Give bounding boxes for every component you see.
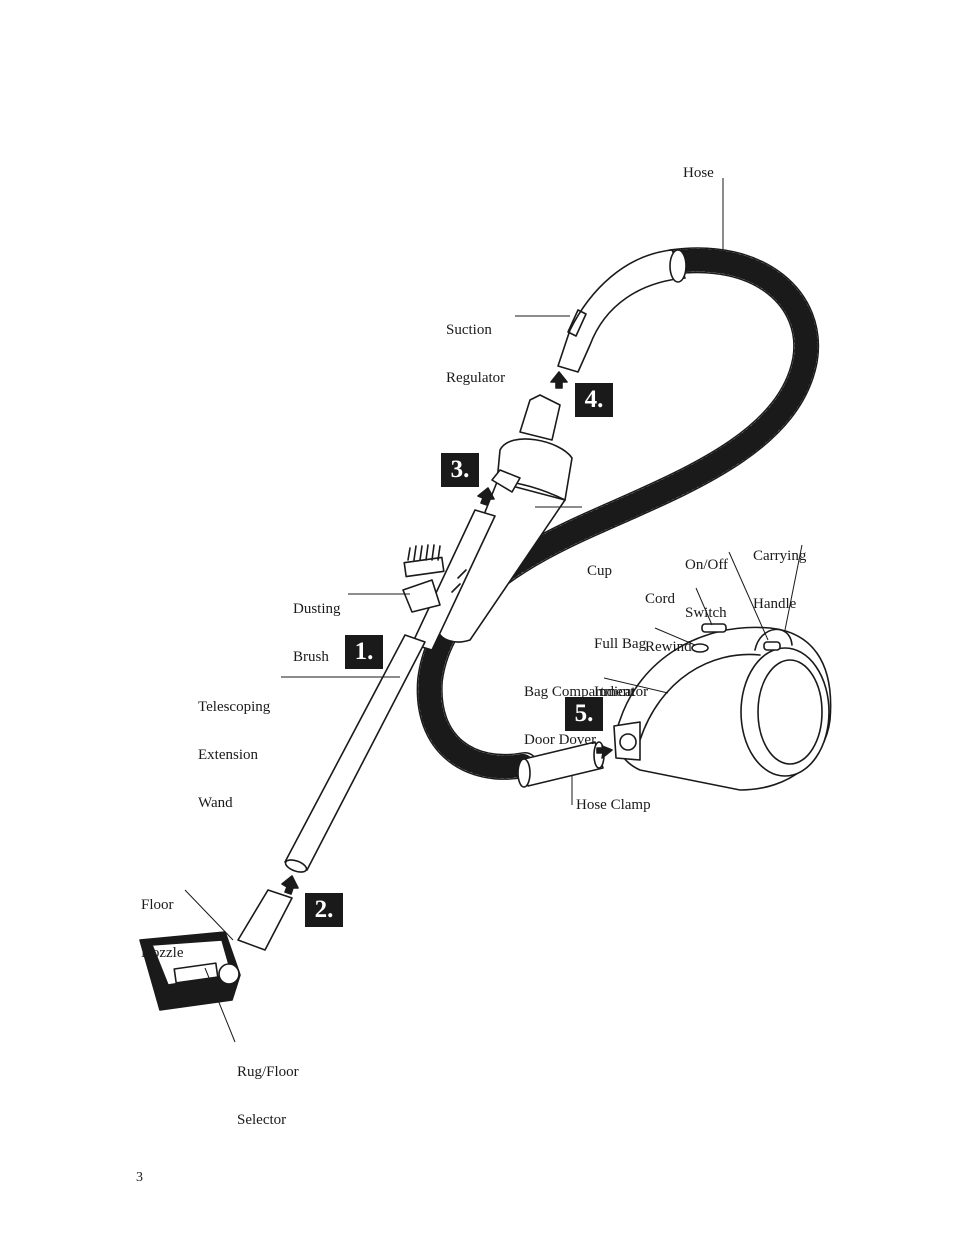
- label-floor-nozzle: Floor Nozzle: [141, 897, 184, 961]
- leader-carrying-handle: [784, 544, 803, 631]
- dust-cup-inlet: [491, 469, 521, 493]
- cord-rewind-button: [701, 623, 727, 633]
- step-badge-1: 1.: [345, 635, 383, 669]
- step-badge-5: 5.: [565, 697, 603, 731]
- leader-rug-floor-selector: [204, 967, 236, 1043]
- label-rug-floor-selector: Rug/Floor Selector: [237, 1064, 299, 1128]
- dust-cup-neck: [519, 394, 561, 441]
- leader-on-off-switch: [728, 551, 769, 641]
- label-hose-clamp: Hose Clamp: [576, 797, 651, 813]
- leader-cord-rewind: [695, 587, 713, 626]
- dusting-brush-clip: [402, 579, 441, 613]
- hose-ribs: [418, 248, 818, 779]
- label-cord-rewind: Cord Rewind: [645, 591, 692, 655]
- wand-marks: [457, 569, 467, 579]
- arrow-5: [596, 745, 613, 759]
- step-badge-2: 2.: [305, 893, 343, 927]
- leader-bag-compartment-door: [603, 677, 669, 694]
- label-suction-regulator: Suction Regulator: [446, 322, 506, 386]
- carrying-handle: [754, 628, 793, 651]
- leader-full-bag-indicator: [654, 627, 696, 646]
- label-carrying-handle: Carrying Handle: [753, 548, 807, 612]
- floor-nozzle-wheel: [218, 963, 240, 985]
- canister-door: [639, 653, 761, 741]
- full-bag-indicator-window: [691, 643, 709, 653]
- hose-handle: [557, 249, 686, 373]
- dusting-brush-bristles: [407, 544, 441, 561]
- step-badge-3: 3.: [441, 453, 479, 487]
- arrow-2: [281, 875, 299, 895]
- label-telescoping-wand: Telescoping Extension Wand: [198, 699, 271, 811]
- step-badge-4: 4.: [575, 383, 613, 417]
- page-number: 3: [136, 1170, 143, 1185]
- suction-regulator-slot: [567, 309, 587, 337]
- leader-floor-nozzle: [184, 889, 234, 941]
- arrow-4: [550, 371, 568, 389]
- label-bag-compartment-door: Bag Compartment Door Dover: [524, 684, 635, 748]
- hose-handle-cuff: [669, 249, 687, 283]
- arrow-3: [477, 487, 495, 506]
- rug-floor-selector: [173, 962, 219, 984]
- label-hose: Hose: [683, 165, 714, 181]
- label-dusting-brush: Dusting Brush: [293, 601, 341, 665]
- label-on-off-switch: On/Off Switch: [685, 557, 729, 621]
- dusting-brush-head: [403, 556, 445, 578]
- on-off-switch: [763, 641, 781, 651]
- label-dust-cup: Dust Cup: [587, 515, 616, 579]
- floor-nozzle-neck: [237, 889, 293, 951]
- label-full-bag-indicator: Full Bag Indicator: [594, 636, 649, 700]
